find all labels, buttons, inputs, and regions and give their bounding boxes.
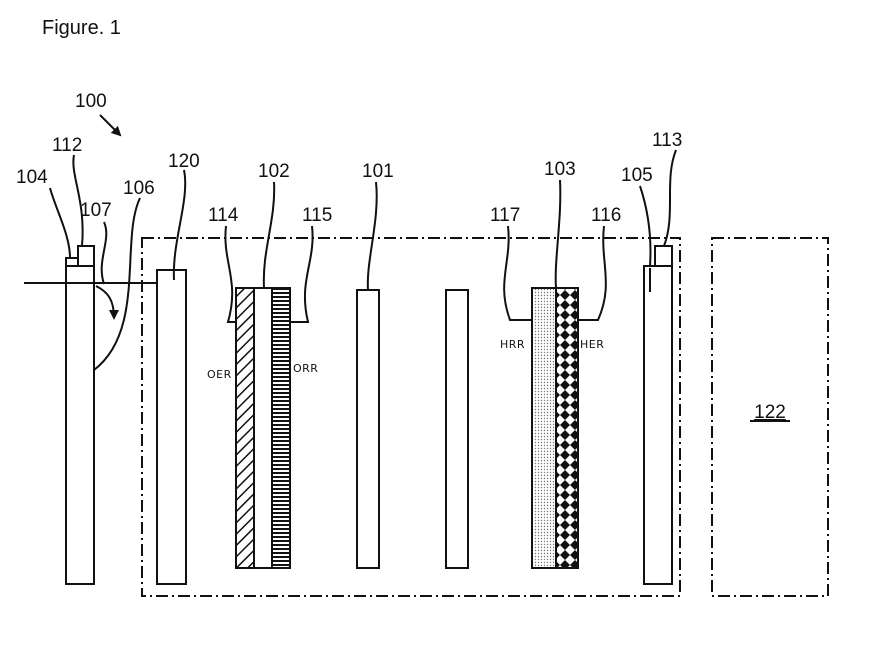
label-112: 112 [52, 135, 82, 156]
label-106: 106 [123, 178, 155, 199]
label-120: 120 [168, 151, 200, 172]
leader-103 [556, 180, 561, 288]
electrode-102-core [254, 288, 272, 568]
leader-113 [664, 150, 676, 246]
label-her: HER [580, 338, 604, 351]
label-114: 114 [208, 205, 239, 226]
label-oer: OER [207, 368, 232, 381]
layer-115-orr [272, 288, 290, 568]
terminal-112 [78, 246, 94, 266]
leader-116 [578, 226, 606, 320]
label-100: 100 [75, 91, 107, 112]
membrane-101 [357, 290, 379, 568]
label-101: 101 [362, 161, 394, 182]
label-103: 103 [544, 159, 576, 180]
label-116: 116 [591, 205, 621, 226]
cell-boundary [142, 238, 680, 596]
leader-114 [225, 226, 236, 322]
figure-title: Figure. 1 [42, 17, 121, 39]
leader-105 [640, 186, 651, 266]
label-115: 115 [302, 205, 332, 226]
plate-104-cap [66, 258, 78, 266]
label-117: 117 [490, 205, 520, 226]
leader-120 [174, 170, 185, 280]
plate-104 [66, 266, 94, 584]
label-orr: ORR [293, 362, 318, 375]
membrane-second [446, 290, 468, 568]
leader-101 [368, 182, 377, 290]
label-104: 104 [16, 167, 48, 188]
label-hrr: HRR [500, 338, 525, 351]
layer-114-oer [236, 288, 254, 568]
label-122: 122 [754, 402, 786, 423]
leader-115 [290, 226, 313, 322]
flow-107-arrow [96, 286, 114, 318]
leader-107 [102, 222, 107, 284]
plate-120 [157, 270, 186, 584]
leader-104 [50, 188, 70, 258]
system-pointer-arrow [100, 115, 120, 135]
label-113: 113 [652, 130, 682, 151]
terminal-113 [655, 246, 672, 266]
leader-102 [264, 182, 274, 288]
layer-117-hrr [532, 288, 556, 568]
plate-105 [644, 266, 672, 584]
label-107: 107 [80, 200, 112, 221]
label-105: 105 [621, 165, 653, 186]
label-102: 102 [258, 161, 290, 182]
layer-116-her [556, 288, 578, 568]
leader-117 [504, 226, 532, 320]
